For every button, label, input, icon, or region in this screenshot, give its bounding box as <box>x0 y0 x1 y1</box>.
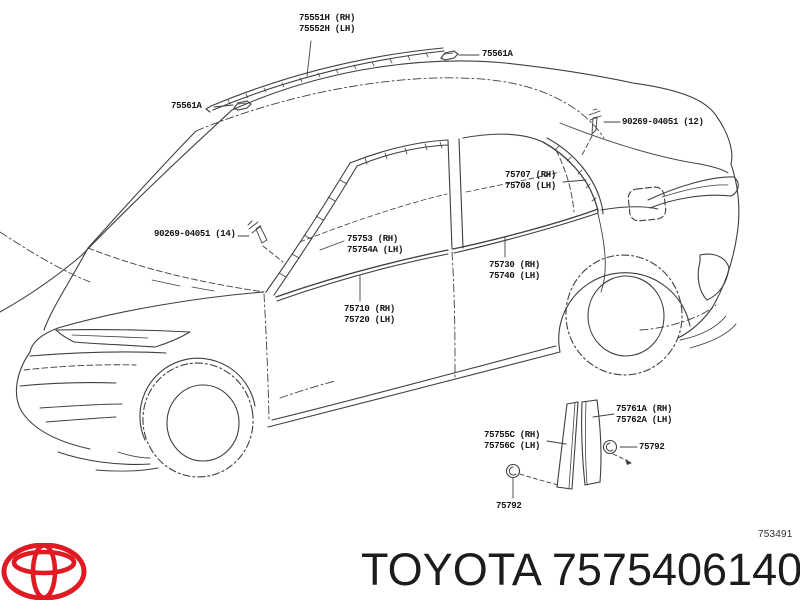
quarter-window-molding-part <box>542 137 604 215</box>
taillight-lines <box>647 176 739 301</box>
callout-screw-rear: 90269-04051 (12) <box>622 117 704 127</box>
rear-belt-molding-part <box>452 208 599 254</box>
screw-rear-icon <box>588 108 602 136</box>
screw-front-icon <box>247 220 268 244</box>
toyota-logo <box>1 543 87 600</box>
callout-front-belt-molding: 75710 (RH) 75720 (LH) <box>344 304 396 325</box>
callout-grommet-upper: 75792 <box>639 442 665 452</box>
rear-pillar-molding-part <box>581 399 602 486</box>
figure-code: 753491 <box>758 529 793 540</box>
rear-wheel <box>558 254 737 376</box>
grommet-lower-icon <box>505 463 521 479</box>
callout-grommet-lower: 75792 <box>496 501 522 511</box>
callout-rear-belt-molding: 75730 (RH) 75740 (LH) <box>489 260 541 281</box>
front-belt-molding-part <box>275 249 449 302</box>
front-fascia-lines <box>15 329 191 472</box>
callout-quarter-window-molding: 75707 (RH) 75708 (LH) <box>505 170 557 191</box>
callout-clip-front: 75561A <box>171 101 202 111</box>
leader-lines <box>213 40 638 499</box>
callout-roof-drip-molding: 75551H (RH) 75552H (LH) <box>299 13 356 34</box>
roof-clip-rear-icon <box>440 50 459 61</box>
fuel-door <box>627 186 667 222</box>
callout-rear-pillar-molding: 75761A (RH) 75762A (LH) <box>616 404 673 425</box>
front-wheel <box>117 357 256 478</box>
grommet-upper-icon <box>602 439 618 455</box>
callout-front-pillar-molding: 75755C (RH) 75756C (LH) <box>484 430 541 451</box>
roof-drip-molding-part <box>205 47 445 113</box>
callout-clip-rear: 75561A <box>482 49 513 59</box>
callout-front-window-frame-molding: 75753 (RH) 75754A (LH) <box>347 234 404 255</box>
callout-screw-front: 90269-04051 (14) <box>154 229 236 239</box>
catalog-part-number: 7575406140 <box>551 544 800 595</box>
brand-name: TOYOTA <box>361 544 542 595</box>
roof-clip-front-icon <box>233 100 252 111</box>
front-pillar-molding-part <box>556 401 579 490</box>
front-window-frame-molding-part <box>265 139 449 296</box>
